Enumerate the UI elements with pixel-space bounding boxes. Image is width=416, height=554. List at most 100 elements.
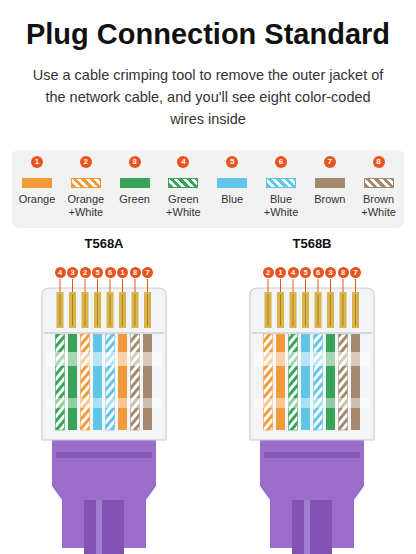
contact-groove <box>318 294 319 326</box>
callout-number: 2 <box>263 267 274 278</box>
leader-line <box>110 279 111 292</box>
wire <box>301 334 310 430</box>
housing-edge <box>44 332 164 334</box>
callout-number: 6 <box>275 156 287 168</box>
callout-number: 8 <box>338 267 349 278</box>
gold-contact <box>57 292 64 328</box>
legend-text: Green +White <box>159 193 207 219</box>
leader-line <box>135 279 136 292</box>
legend-text: Green <box>111 193 159 206</box>
wire <box>339 334 348 430</box>
callout-number: 1 <box>275 267 286 278</box>
leader-line <box>330 279 331 292</box>
callout-number: 7 <box>324 156 336 168</box>
leader-line <box>343 279 344 292</box>
leader-line <box>122 279 123 292</box>
gold-contact <box>340 292 347 328</box>
wire <box>81 334 90 430</box>
callout-number: 4 <box>55 267 66 278</box>
legend-text: Brown <box>306 193 354 206</box>
callout-number: 5 <box>300 267 311 278</box>
wire <box>56 334 65 430</box>
gold-contact <box>144 292 151 328</box>
gold-contact <box>277 292 284 328</box>
callout-number: 6 <box>105 267 116 278</box>
callout-number: 6 <box>313 267 324 278</box>
gold-contact <box>352 292 359 328</box>
wire <box>143 334 152 430</box>
callout-number: 1 <box>117 267 128 278</box>
legend-text: Orange +White <box>62 193 110 219</box>
standard-name: T568B <box>262 236 362 251</box>
callout-number: 8 <box>373 156 385 168</box>
leader-line <box>268 279 269 292</box>
gold-contact <box>107 292 114 328</box>
contact-groove <box>72 294 73 326</box>
wire-swatch <box>168 178 198 188</box>
subtitle-note: Use a cable crimping tool to remove the … <box>30 64 386 130</box>
leader-line <box>85 279 86 292</box>
leader-line <box>305 279 306 292</box>
callout-number: 3 <box>67 267 78 278</box>
contact-groove <box>330 294 331 326</box>
housing-rib <box>254 352 370 366</box>
contact-groove <box>147 294 148 326</box>
contact-groove <box>305 294 306 326</box>
wire <box>289 334 298 430</box>
gold-contact <box>290 292 297 328</box>
housing-rib <box>46 352 162 366</box>
plug-housing <box>42 288 166 440</box>
gold-contact <box>82 292 89 328</box>
leader-line <box>72 279 73 292</box>
gold-contact <box>94 292 101 328</box>
leader-line <box>355 279 356 292</box>
cable-shine <box>304 500 310 554</box>
gold-contact <box>302 292 309 328</box>
contact-groove <box>97 294 98 326</box>
cable-jacket <box>292 500 332 554</box>
leader-line <box>60 279 61 292</box>
legend-text: Blue <box>208 193 256 206</box>
gold-contact <box>315 292 322 328</box>
gold-contact <box>69 292 76 328</box>
wire <box>314 334 323 430</box>
wire-swatch <box>120 178 150 188</box>
leader-line <box>97 279 98 292</box>
legend-text: Orange <box>13 193 61 206</box>
leader-line <box>318 279 319 292</box>
wire <box>264 334 273 430</box>
title: Plug Connection Standard <box>0 18 416 51</box>
wire <box>93 334 102 430</box>
leader-line <box>280 279 281 292</box>
callout-number: 2 <box>80 267 91 278</box>
legend-text: Blue +White <box>257 193 305 219</box>
contact-groove <box>110 294 111 326</box>
housing-rib <box>46 398 162 408</box>
callout-number: 3 <box>325 267 336 278</box>
wire <box>326 334 335 430</box>
callout-number: 1 <box>31 156 43 168</box>
contact-groove <box>280 294 281 326</box>
leader-line <box>147 279 148 292</box>
gold-contact <box>327 292 334 328</box>
callout-number: 5 <box>92 267 103 278</box>
legend-text: Brown +White <box>355 193 403 219</box>
wire-swatch <box>266 178 296 188</box>
callout-number: 8 <box>130 267 141 278</box>
callout-number: 7 <box>142 267 153 278</box>
contact-groove <box>60 294 61 326</box>
contact-groove <box>135 294 136 326</box>
boot-ridge <box>264 452 360 458</box>
contact-groove <box>343 294 344 326</box>
wire <box>118 334 127 430</box>
wire-swatch <box>364 178 394 188</box>
wire <box>68 334 77 430</box>
wire-swatch <box>22 178 52 188</box>
wire <box>351 334 360 430</box>
contact-groove <box>355 294 356 326</box>
callout-number: 3 <box>129 156 141 168</box>
wire <box>106 334 115 430</box>
callout-number: 4 <box>288 267 299 278</box>
cable-jacket <box>84 500 124 554</box>
wire <box>276 334 285 430</box>
